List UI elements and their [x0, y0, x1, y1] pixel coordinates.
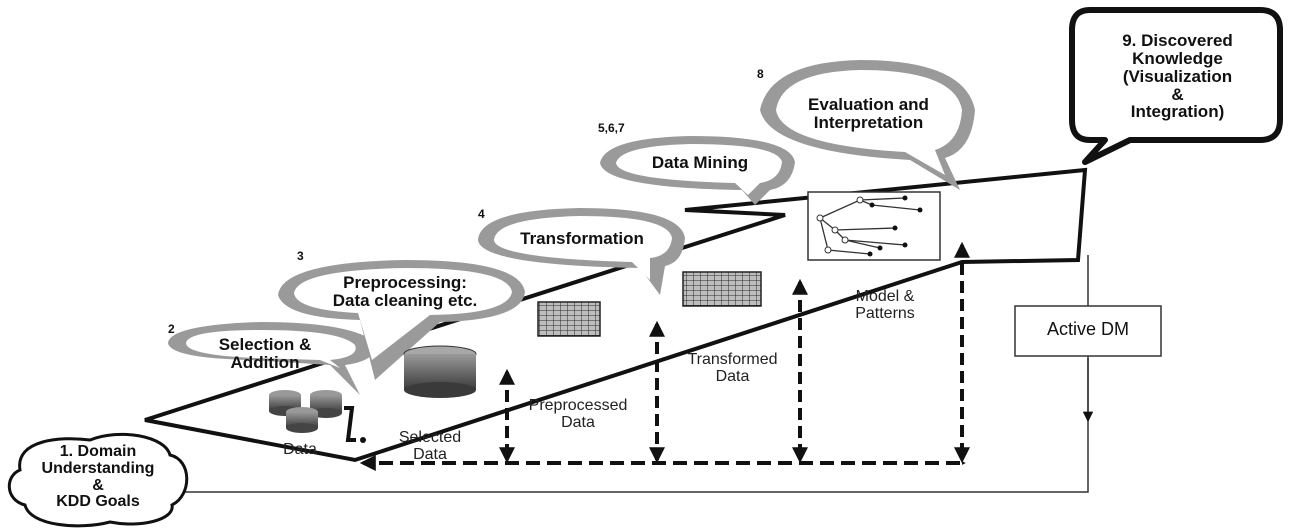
step-1-line: &: [92, 476, 104, 494]
step-8-line: Interpretation: [813, 112, 924, 132]
transformation-bubble: [478, 208, 685, 295]
preprocessed-data-line: Preprocessed: [528, 397, 628, 414]
transformed-data-grid-icon: [682, 271, 762, 307]
domain-cloud: [7, 432, 189, 528]
model-tree-icon: [807, 191, 941, 261]
step-2-line: Addition: [230, 352, 300, 372]
step-3-number: 3: [297, 249, 304, 263]
selected-data-line: Data: [413, 445, 447, 463]
preprocessed-data-grid-icon: [537, 301, 601, 337]
step-3-line: Preprocessing:: [343, 273, 467, 292]
step-1-line: 1. Domain: [59, 443, 137, 460]
step-9-line: Integration): [1130, 102, 1225, 122]
transformed-data-line: Data: [715, 367, 750, 385]
knowledge-bubble: [1069, 7, 1283, 165]
step-9-line: (Visualization: [1122, 66, 1233, 86]
step-3-line: Data cleaning etc.: [332, 290, 478, 310]
step-1-line: Understanding: [41, 459, 155, 477]
model-patterns-label: Model & Patterns: [830, 288, 940, 323]
step-9-label: 9. Discovered Knowledge (Visualization &…: [1080, 32, 1275, 121]
transformed-data-label: Transformed Data: [660, 351, 805, 386]
step-2-number: 2: [168, 322, 175, 336]
preprocessed-data-line: Data: [561, 413, 595, 431]
selected-data-line: Selected: [398, 429, 462, 446]
transformed-data-line: Transformed: [687, 351, 778, 368]
step-4-label: Transformation: [520, 229, 644, 248]
model-patterns-line: Patterns: [855, 304, 915, 322]
step-3-label: Preprocessing: Data cleaning etc.: [300, 274, 510, 310]
step-8-line: Evaluation and: [808, 95, 929, 114]
selected-data-cylinder-icon: [403, 345, 477, 398]
step-2-label: Selection & Addition: [200, 336, 330, 372]
bolt-mark: [344, 406, 356, 442]
step-9-line: Knowledge: [1132, 48, 1223, 68]
step-1-label: 1. Domain Understanding & KDD Goals: [18, 443, 178, 511]
active-dm-label: Active DM: [1046, 319, 1129, 339]
active-dm-box: [1014, 305, 1162, 357]
selection-bubble: [168, 322, 375, 395]
step-8-label: Evaluation and Interpretation: [776, 96, 961, 132]
data-label: Data: [283, 441, 317, 458]
step-9-line: &: [1171, 84, 1184, 104]
selected-data-label: Selected Data: [385, 429, 475, 464]
step-8-number: 8: [757, 67, 764, 81]
model-patterns-line: Model &: [855, 288, 915, 305]
preprocessing-bubble: [278, 260, 525, 380]
step-1-line: KDD Goals: [56, 493, 140, 511]
step-9-line: 9. Discovered: [1122, 31, 1233, 50]
step-4-number: 4: [478, 207, 485, 221]
mining-bubble: [600, 136, 795, 205]
preprocessed-data-label: Preprocessed Data: [508, 397, 648, 432]
step-5-7-number: 5,6,7: [598, 121, 625, 135]
step-5-7-label: Data Mining: [651, 153, 749, 172]
data-database-icon: [269, 390, 342, 433]
evaluation-bubble: [760, 60, 975, 190]
step-2-line: Selection &: [218, 335, 312, 354]
